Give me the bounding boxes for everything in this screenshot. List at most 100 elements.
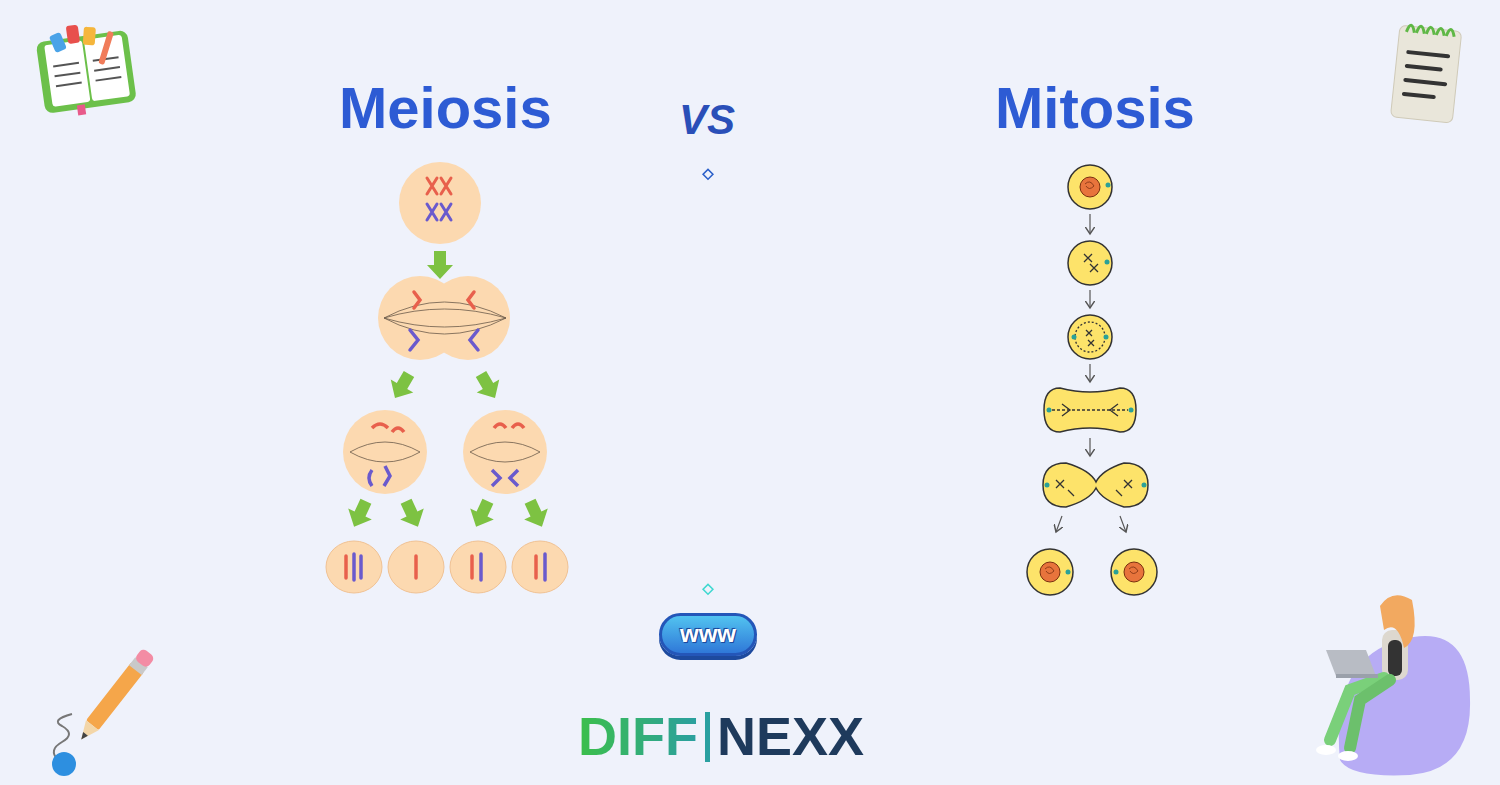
meiosis-illustration [342,496,377,532]
meiosis-illustration [426,276,510,360]
person-icon [1350,680,1390,748]
mitosis-illustration [1106,183,1111,188]
book-icon [94,67,120,71]
meiosis-illustration [388,541,444,593]
logo-bar [705,712,710,762]
mitosis-illustration [1075,322,1105,352]
meiosis-illustration [410,330,418,350]
notepad-icon [1407,66,1441,70]
mitosis-illustration [1114,570,1119,575]
meiosis-illustration [384,302,506,334]
meiosis-illustration [384,309,506,318]
meiosis-illustration [350,442,420,452]
mitosis-illustration [1129,567,1138,574]
mitosis-illustration [1056,214,1126,532]
divider-line [703,169,713,179]
mitosis-illustration [1085,182,1094,189]
mitosis-illustration [1062,404,1118,416]
divider-line [703,584,713,594]
pencil-icon [75,648,155,745]
meiosis-illustration [399,162,481,244]
meiosis-illustration [468,292,474,308]
mitosis-illustration [1068,165,1112,209]
mitosis-illustration [1045,182,1138,574]
book-icon [96,77,122,81]
meiosis-illustration [494,424,506,428]
mitosis-illustration [1104,335,1109,340]
book-icon [49,32,67,53]
meiosis-illustration [470,556,474,578]
book-icon [44,40,90,107]
versus-mark: VS [679,97,735,143]
pencil-icon [52,648,155,776]
meiosis-illustration [492,470,500,486]
mitosis-illustration [1052,409,1128,410]
book-icon [53,63,79,67]
mitosis-illustration [1072,335,1077,340]
meiosis-illustration [352,554,356,580]
notepad-icon [1390,25,1461,123]
meiosis-illustration [427,178,437,194]
mitosis-illustration [1027,165,1157,595]
pencil-icon [86,662,144,730]
meiosis-illustration [518,496,553,532]
heading: Mitosis [995,76,1195,140]
meiosis-illustration [359,556,363,578]
logo-text: NEXX [717,707,864,766]
person-icon [1338,751,1358,761]
mitosis-illustration [1056,480,1132,496]
book-icon [34,18,138,120]
mitosis-illustration [1089,364,1090,382]
meiosis-illustration [464,496,499,532]
pencil-icon [134,648,155,669]
person-icon [1380,595,1415,648]
mitosis-illustration [1044,388,1136,432]
meiosis-illustration [463,410,547,494]
mitosis-illustration [1045,567,1054,574]
notepad-icon [1446,29,1455,37]
notepad-icon [1406,25,1454,37]
book-icon [53,57,121,86]
meiosis-illustration [543,554,547,580]
divider-line [703,169,713,594]
mitosis-illustration [1111,549,1157,595]
person-icon [1316,595,1470,775]
meiosis-illustration [512,541,568,593]
meiosis-illustration [384,302,506,318]
meiosis-illustration [470,442,540,452]
meiosis-illustration [369,470,372,486]
person-icon [1316,745,1336,755]
notepad-icon [1426,27,1435,35]
meiosis-illustration [392,428,404,432]
meiosis-illustration [350,442,540,462]
book-icon [98,31,114,65]
divider-line [707,176,710,589]
meiosis-illustration [384,466,390,486]
notepad-icon [1436,28,1445,36]
meiosis-illustration [343,410,427,494]
mitosis-illustration [1120,516,1126,532]
meiosis-illustration [372,424,388,428]
mitosis-illustration [1068,315,1112,359]
heading: Meiosis [339,76,552,140]
mitosis-illustration [1043,463,1148,507]
mitosis-illustration [1089,290,1090,308]
mitosis-illustration [1080,177,1100,197]
mitosis-illustration [1040,177,1144,582]
meiosis-illustration [470,330,478,350]
web-badge: www [659,613,757,656]
meiosis-illustration [346,554,545,580]
meiosis-illustration [326,162,568,593]
mitosis-illustration [1056,516,1062,532]
notepad-icon [1406,25,1415,33]
person-icon [1326,650,1376,676]
book-icon [66,25,80,44]
book-icon [83,27,96,46]
badge-text: www [680,621,736,647]
mitosis-illustration [1089,214,1090,234]
mitosis-illustration [1052,254,1132,496]
mitosis-illustration [1047,408,1052,413]
notepad-icon [1390,24,1461,123]
logo-bar [705,712,710,762]
